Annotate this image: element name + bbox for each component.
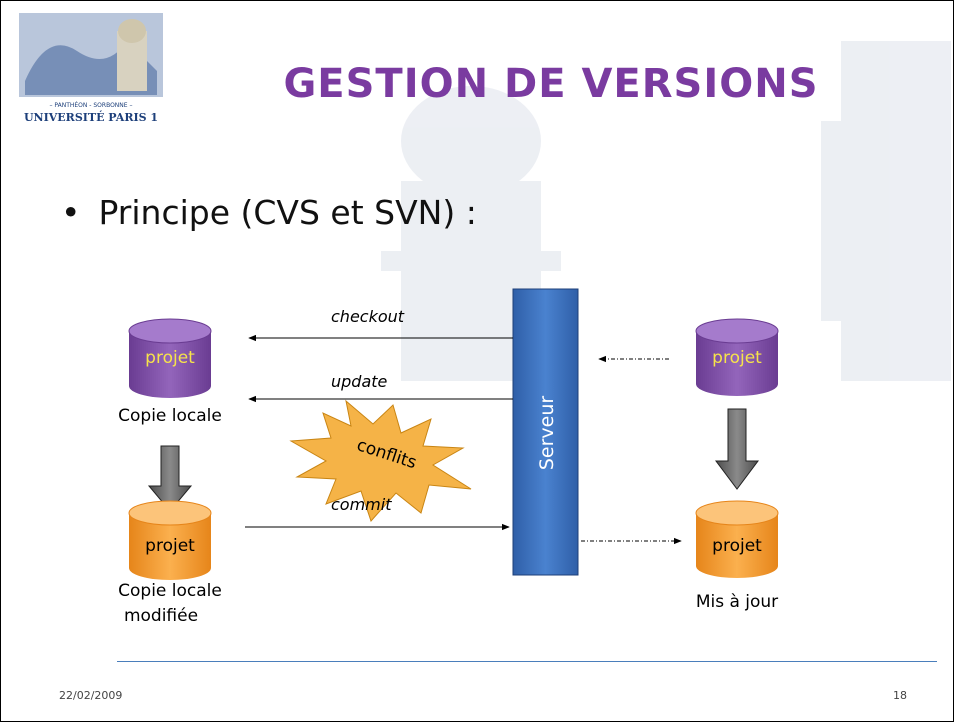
logo-line2: UNIVERSITÉ PARIS 1 [24, 110, 158, 124]
caption-updated: Mis à jour [696, 592, 778, 612]
footer-divider [117, 661, 937, 662]
conflict-burst [289, 399, 472, 522]
db-other-copy-label: projet [712, 348, 762, 368]
commit-label: commit [331, 495, 392, 514]
db-updated-copy: projet [695, 500, 779, 578]
db-modified-copy: projet [128, 500, 212, 580]
bullet-principle: • Principe (CVS et SVN) : [61, 193, 477, 232]
logo-line1: – PANTHÉON - SORBONNE – [49, 101, 132, 109]
server-label: Serveur [536, 396, 558, 471]
arrow-update-icon [715, 408, 759, 490]
slide-title: GESTION DE VERSIONS [283, 61, 819, 107]
university-logo: – PANTHÉON - SORBONNE – UNIVERSITÉ PARIS… [19, 13, 163, 127]
db-local-copy: projet [128, 318, 212, 398]
bullet-text: Principe (CVS et SVN) : [98, 193, 477, 232]
db-local-copy-label: projet [145, 348, 195, 368]
footer-page-number: 18 [893, 689, 907, 702]
checkout-label: checkout [331, 307, 405, 326]
db-other-copy: projet [695, 318, 779, 396]
footer-date: 22/02/2009 [59, 689, 123, 702]
server-box [512, 288, 579, 576]
db-updated-copy-label: projet [712, 536, 762, 556]
caption-local-copy: Copie locale [118, 406, 222, 426]
bullet-dot-icon: • [61, 193, 81, 232]
db-modified-copy-label: projet [145, 536, 195, 556]
update-label: update [331, 372, 388, 391]
caption-modified-line1: Copie locale [118, 581, 222, 601]
caption-modified-line2: modifiée [124, 606, 198, 626]
arrow-modify-icon [147, 445, 193, 512]
